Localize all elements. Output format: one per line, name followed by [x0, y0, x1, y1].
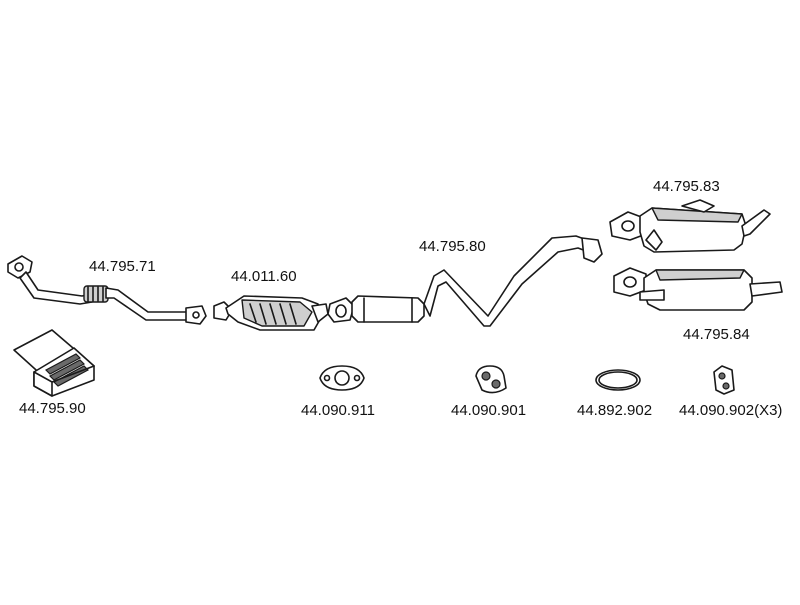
label-middle-pipe: 44.795.80: [419, 238, 486, 255]
label-front-pipe: 44.795.71: [89, 258, 156, 275]
catalytic-converter-icon: [213, 295, 329, 331]
rear-silencer-lower-icon: [613, 267, 783, 311]
front-pipe-icon: [7, 255, 207, 325]
rear-silencer-upper-icon: [609, 199, 771, 253]
rubber-hanger-icon: [475, 365, 507, 394]
sealing-ring-icon: [595, 369, 641, 391]
label-catalytic-converter: 44.011.60: [231, 268, 297, 285]
label-rubber-hanger: 44.090.901: [451, 402, 527, 419]
label-rubber-hanger-small: 44.090.902(X3): [679, 402, 783, 419]
middle-pipe-icon: [327, 235, 603, 327]
label-gasket: 44.090.911: [301, 402, 375, 419]
label-sealing-ring: 44.892.902: [577, 402, 653, 419]
mounting-kit-box-icon: [13, 329, 95, 397]
label-rear-silencer-lower: 44.795.84: [683, 326, 750, 343]
label-mounting-kit: 44.795.90: [19, 400, 86, 417]
label-rear-silencer-upper: 44.795.83: [653, 178, 720, 195]
gasket-icon: [319, 365, 365, 391]
rubber-hanger-small-icon: [713, 365, 735, 395]
